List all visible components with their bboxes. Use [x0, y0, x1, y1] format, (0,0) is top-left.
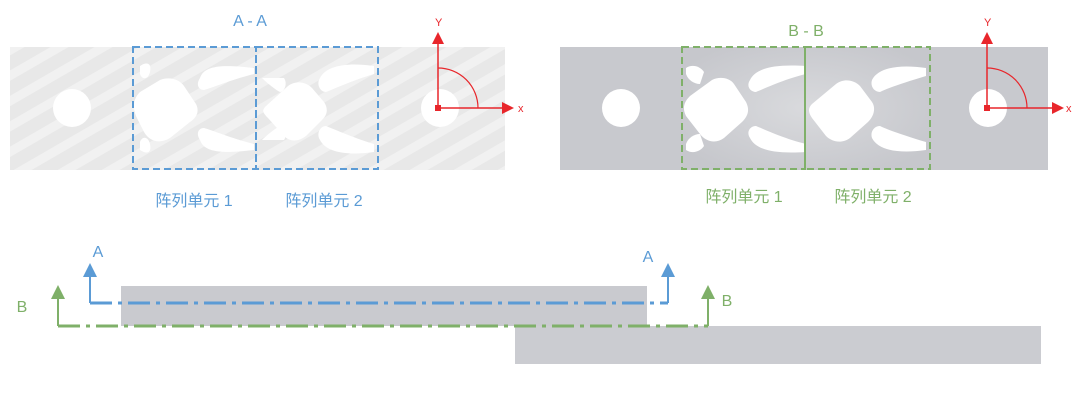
side-view-upper-plate: [121, 286, 647, 326]
section-b-cell2-label: 阵列单元 2: [834, 188, 911, 206]
section-a-left-hole: [53, 89, 91, 127]
section-b-cell1-label: 阵列单元 1: [705, 188, 782, 206]
cut-line-b: [51, 285, 715, 328]
section-a-axes: Y x: [432, 17, 524, 115]
section-b-cell1-voids: [683, 65, 806, 153]
section-b-axes: Y x: [981, 17, 1072, 115]
section-b-title: B - B: [788, 23, 824, 40]
section-a-cell2-outline: [255, 46, 379, 170]
section-b-cell2-voids: [809, 66, 926, 152]
section-a-title: A - A: [233, 13, 267, 30]
section-a-cell2-label: 阵列单元 2: [285, 192, 362, 210]
section-a-y-axis-label: Y: [435, 17, 443, 29]
cut-line-a: [83, 263, 675, 305]
side-view-lower-plate: [515, 326, 1041, 364]
section-a-cell1-voids: [133, 63, 254, 153]
section-a-x-axis-label: x: [518, 103, 524, 115]
section-b-left-hole: [602, 89, 640, 127]
section-a-cell1-label: 阵列单元 1: [155, 192, 232, 210]
section-a-view: A - A 阵列单元 1 阵列单元 2 Y x: [10, 13, 524, 210]
cut-line-a-right-label: A: [643, 249, 654, 266]
cut-line-b-left-label: B: [17, 299, 28, 316]
section-b-cell1-outline: [681, 46, 806, 170]
section-b-view: B - B 阵列单元 1 阵列单元 2 Y x: [560, 17, 1072, 206]
section-a-cell2-voids: [262, 64, 374, 154]
section-b-cell2-outline: [804, 46, 931, 170]
section-b-y-axis-label: Y: [984, 17, 992, 29]
section-b-x-axis-label: x: [1066, 103, 1072, 115]
cut-line-b-right-label: B: [722, 293, 733, 310]
cut-line-a-left-label: A: [93, 244, 104, 261]
section-a-cell1-outline: [132, 46, 257, 170]
side-view: A A B B: [17, 244, 1041, 364]
